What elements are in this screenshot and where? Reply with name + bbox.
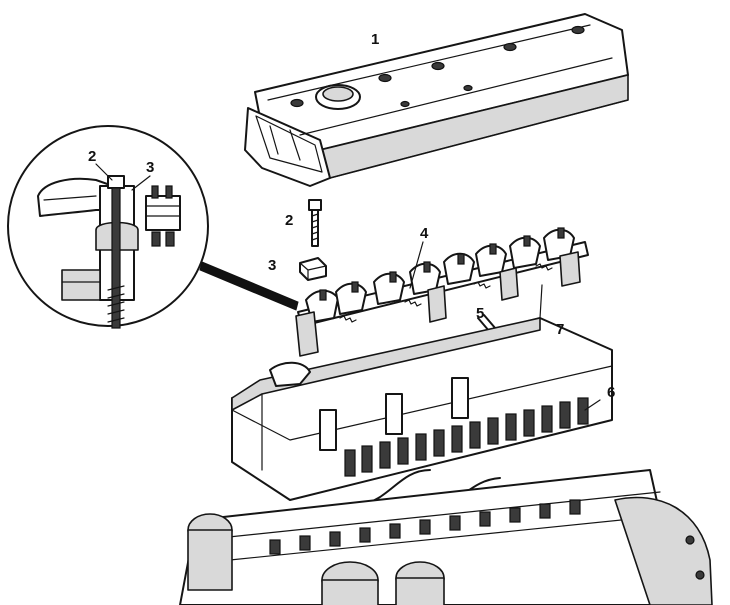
callout-1: 1 [371,31,379,48]
callouts: 1 2 3 4 5 6 7 2 3 [88,31,615,401]
leader-line [539,284,543,319]
valve-springs [344,397,589,477]
callout-7: 7 [556,321,564,338]
callout-2-detail: 2 [88,148,96,165]
cylinder-head [231,317,613,501]
callout-2: 2 [285,212,293,229]
cover-bolt [308,199,322,247]
callout-4: 4 [420,225,429,242]
callout-5: 5 [476,305,484,322]
callout-3-detail: 3 [146,159,154,176]
leader-lines [95,163,601,411]
cylinder-head-cover [244,13,629,187]
rocker-bracket [299,257,327,281]
detail-magnifier [7,125,299,329]
injection-pump [179,469,713,605]
rocker-arm-assembly [295,227,589,357]
callout-3: 3 [268,257,276,274]
callout-6: 6 [607,384,615,401]
